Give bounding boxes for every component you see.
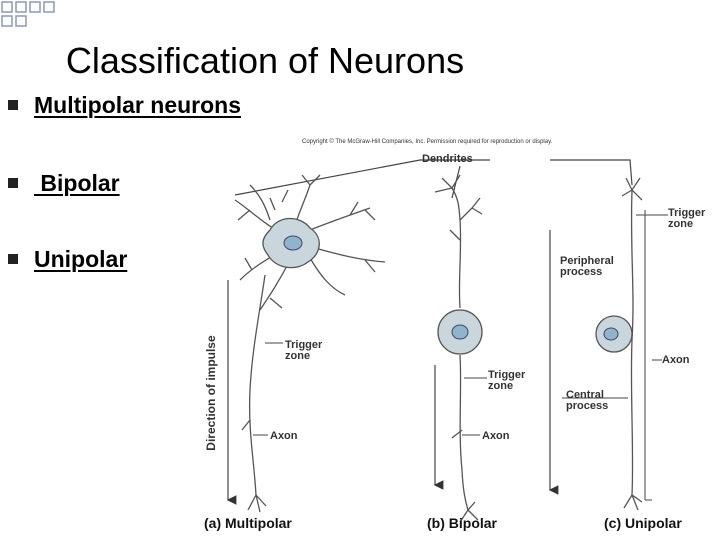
decorative-squares bbox=[1, 1, 55, 27]
dendrites-leader-lines bbox=[234, 159, 633, 199]
label-trigger-zone-unipolar: Trigger zone bbox=[668, 208, 705, 230]
label-line: Trigger bbox=[668, 207, 706, 219]
multipolar-nucleus bbox=[283, 235, 303, 251]
bullet-marker bbox=[8, 253, 18, 264]
slide-title: Classification of Neurons bbox=[65, 40, 465, 81]
neuron-figure: Copyright © The McGraw-Hill Companies, I… bbox=[190, 130, 720, 540]
label-line: Trigger bbox=[488, 369, 526, 381]
label-line: zone bbox=[668, 218, 694, 230]
bullet-bipolar: Bipolar bbox=[8, 170, 120, 197]
label-line: process bbox=[566, 400, 609, 412]
label-direction-of-impulse: Direction of impulse bbox=[204, 335, 218, 451]
caption-bipolar: (b) Bipolar bbox=[427, 515, 497, 531]
label-line: zone bbox=[285, 350, 311, 362]
label-pointer-lines bbox=[253, 210, 668, 501]
bullet-label: Multipolar neurons bbox=[34, 92, 241, 118]
label-line: Trigger bbox=[285, 339, 323, 351]
label-axon-unipolar: Axon bbox=[662, 354, 690, 366]
unipolar-nucleus bbox=[603, 327, 619, 341]
label-trigger-zone-multipolar: Trigger zone bbox=[285, 340, 322, 362]
caption-unipolar: (c) Unipolar bbox=[604, 515, 682, 531]
bullet-label: Unipolar bbox=[34, 246, 128, 272]
label-axon-bipolar: Axon bbox=[482, 430, 510, 442]
label-axon-multipolar: Axon bbox=[270, 430, 298, 442]
label-trigger-zone-bipolar: Trigger zone bbox=[488, 370, 525, 392]
label-line: Central bbox=[566, 389, 604, 401]
label-line: Peripheral bbox=[560, 255, 614, 267]
bipolar-neuron bbox=[434, 174, 483, 523]
impulse-direction-arrows bbox=[226, 230, 559, 505]
label-line: zone bbox=[488, 380, 514, 392]
bullet-multipolar: Multipolar neurons bbox=[8, 92, 241, 119]
bullet-marker bbox=[8, 177, 18, 188]
multipolar-neuron bbox=[234, 174, 386, 513]
label-dendrites: Dendrites bbox=[422, 153, 473, 165]
bullet-unipolar: Unipolar bbox=[8, 246, 127, 273]
label-peripheral-process: Peripheral process bbox=[560, 256, 614, 278]
caption-multipolar: (a) Multipolar bbox=[204, 515, 292, 531]
neuron-drawing bbox=[226, 159, 668, 523]
bullet-label: Bipolar bbox=[34, 170, 120, 196]
label-line: process bbox=[560, 266, 603, 278]
copyright-notice: Copyright © The McGraw-Hill Companies, I… bbox=[302, 139, 553, 145]
label-central-process: Central process bbox=[566, 390, 608, 412]
bipolar-nucleus bbox=[451, 324, 469, 340]
bullet-marker bbox=[8, 99, 18, 110]
